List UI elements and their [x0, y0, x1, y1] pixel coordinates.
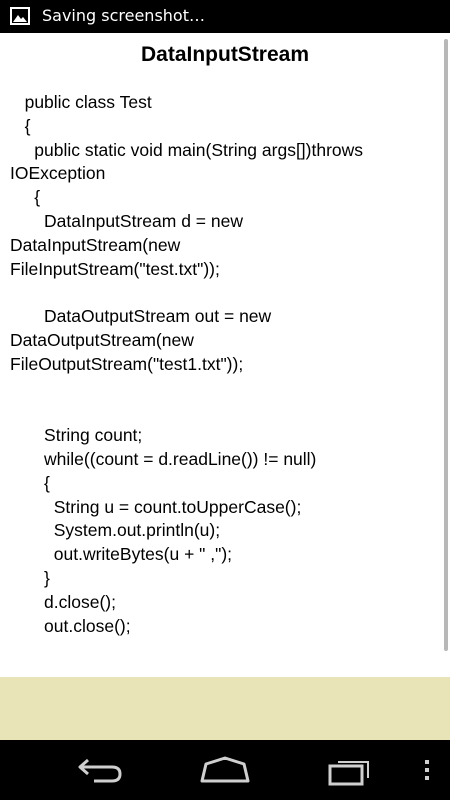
- home-icon[interactable]: [198, 754, 252, 786]
- scrollbar[interactable]: [444, 39, 448, 651]
- code-line: String u = count.toUpperCase();: [10, 496, 302, 517]
- code-line: out.writeBytes(u + " ,");: [10, 544, 233, 565]
- navigation-bar: [0, 740, 450, 800]
- code-line: [10, 281, 435, 305]
- status-bar: Saving screenshot…: [0, 0, 450, 33]
- code-line: DataInputStream d = new: [10, 210, 243, 231]
- code-line: IOException: [10, 163, 106, 184]
- code-line: DataOutputStream out = new: [10, 306, 272, 327]
- code-line: public class Test: [10, 92, 152, 112]
- code-line: d.close();: [10, 591, 116, 612]
- code-line: out.close();: [10, 615, 131, 636]
- recent-apps-icon[interactable]: [326, 754, 374, 786]
- code-line: [10, 662, 435, 677]
- code-line: [10, 377, 435, 401]
- code-line: [10, 638, 435, 662]
- code-line: public static void main(String args[])th…: [10, 139, 364, 160]
- page-title: DataInputStream: [140, 43, 310, 66]
- code-line: [10, 400, 435, 424]
- code-line: while((count = d.readLine()) != null): [10, 448, 317, 469]
- image-icon: [10, 7, 30, 25]
- code-line: {: [10, 115, 31, 136]
- code-line: }: [10, 567, 50, 588]
- code-line: {: [10, 472, 50, 493]
- code-line: System.out.println(u);: [10, 520, 221, 541]
- overflow-menu-icon[interactable]: [419, 754, 435, 786]
- code-line: FileOutputStream("test1.txt"));: [10, 353, 244, 374]
- back-icon[interactable]: [74, 754, 126, 786]
- code-block: public class Test { public static void m…: [10, 91, 435, 677]
- code-line: String count;: [10, 425, 143, 446]
- content-area[interactable]: DataInputStream public class Test { publ…: [0, 33, 450, 677]
- banner-area[interactable]: [0, 677, 450, 740]
- code-line: DataOutputStream(new: [10, 329, 194, 350]
- code-line: DataInputStream(new: [10, 234, 181, 255]
- status-notification-text: Saving screenshot…: [42, 6, 205, 25]
- code-line: {: [10, 187, 41, 208]
- code-line: FileInputStream("test.txt"));: [10, 258, 220, 279]
